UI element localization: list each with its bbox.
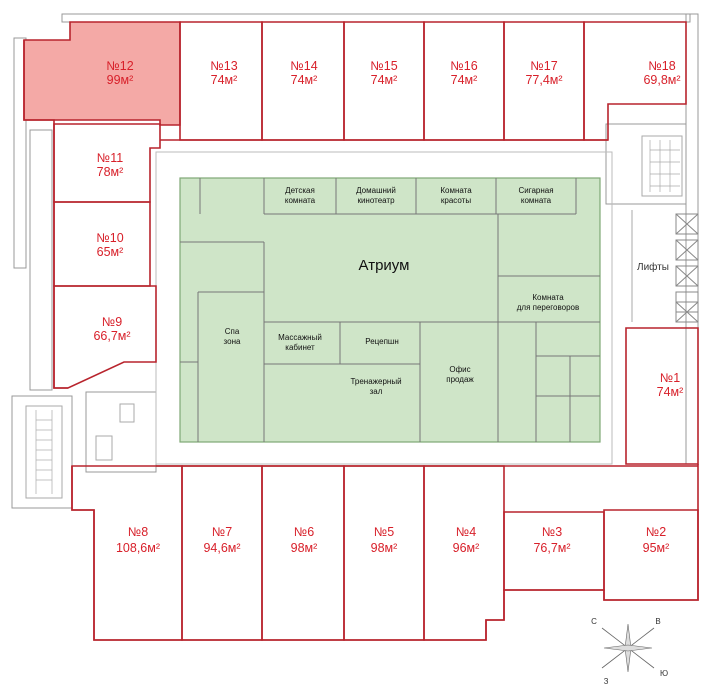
atrium-title: Атриум <box>359 257 410 274</box>
unit-18[interactable]: №18 69,8м² <box>583 21 687 141</box>
room-massage: Массажный кабинет <box>278 333 322 352</box>
unit-9[interactable]: №9 66,7м² <box>53 285 157 389</box>
unit-area: 95м² <box>643 541 670 555</box>
compass-rose-icon: С В Ю З <box>591 617 668 686</box>
unit-8[interactable]: №8 108,6м² <box>71 465 183 641</box>
room-cigar: Сигарная комната <box>518 186 553 205</box>
unit-area: 66,7м² <box>93 329 130 343</box>
unit-area: 74м² <box>451 73 478 87</box>
unit-number: №5 <box>374 525 394 539</box>
unit-area: 74м² <box>657 385 684 399</box>
room-label-line2: кинотеатр <box>357 196 395 205</box>
unit-area: 78м² <box>97 165 124 179</box>
unit-7[interactable]: №7 94,6м² <box>181 465 263 641</box>
room-label-line1: Комната <box>440 186 472 195</box>
unit-number: №10 <box>96 231 123 245</box>
room-label-line1: Тренажерный <box>350 377 401 386</box>
room-label-line2: комната <box>521 196 552 205</box>
unit-area: 98м² <box>291 541 318 555</box>
lifts-label: Лифты <box>637 261 669 273</box>
room-kids: Детская комната <box>285 186 316 205</box>
atrium-area[interactable]: Атриум Детская комната Домашний кинотеат… <box>179 177 601 443</box>
room-gym: Тренажерный зал <box>350 377 401 396</box>
unit-3[interactable]: №3 76,7м² <box>503 511 605 591</box>
room-reception: Рецепшн <box>365 337 399 346</box>
unit-number: №12 <box>106 59 133 73</box>
room-sales: Офис продаж <box>446 365 474 384</box>
unit-15[interactable]: №15 74м² <box>343 21 425 141</box>
unit-number: №9 <box>102 315 122 329</box>
room-label-line2: красоты <box>441 196 471 205</box>
compass-south: Ю <box>660 669 668 678</box>
unit-number: №14 <box>290 59 317 73</box>
unit-11[interactable]: №11 78м² <box>53 123 161 203</box>
unit-area: 69,8м² <box>643 73 680 87</box>
room-meeting: Комната для переговоров <box>517 293 580 312</box>
room-label-line1: Домашний <box>356 186 396 195</box>
room-label-line2: зона <box>224 337 241 346</box>
unit-number: №17 <box>530 59 557 73</box>
unit-area: 99м² <box>107 73 134 87</box>
units-layer: №12 99м² №13 74м² №14 74м² №15 74м² №16 … <box>23 21 699 641</box>
unit-area: 65м² <box>97 245 124 259</box>
unit-number: №16 <box>450 59 477 73</box>
room-label-line1: Сигарная <box>518 186 553 195</box>
unit-area: 74м² <box>371 73 398 87</box>
unit-17[interactable]: №17 77,4м² <box>503 21 585 141</box>
unit-6[interactable]: №6 98м² <box>261 465 345 641</box>
room-label-line2: зал <box>370 387 383 396</box>
unit-area: 77,4м² <box>525 73 562 87</box>
compass-west: З <box>604 677 609 686</box>
unit-number: №11 <box>97 151 123 165</box>
room-label-line1: Офис <box>449 365 470 374</box>
unit-area: 108,6м² <box>116 541 160 555</box>
unit-area: 74м² <box>291 73 318 87</box>
unit-16[interactable]: №16 74м² <box>423 21 505 141</box>
unit-number: №4 <box>456 525 476 539</box>
unit-number: №18 <box>648 59 675 73</box>
unit-2[interactable]: №2 95м² <box>603 509 699 601</box>
unit-area: 74м² <box>211 73 238 87</box>
unit-4[interactable]: №4 96м² <box>423 465 505 641</box>
unit-number: №15 <box>370 59 397 73</box>
compass-north: С <box>591 617 597 626</box>
room-label-line1: Рецепшн <box>365 337 399 346</box>
unit-1[interactable]: №1 74м² <box>625 327 699 465</box>
unit-number: №7 <box>212 525 232 539</box>
room-label-line1: Спа <box>225 327 240 336</box>
room-label-line2: комната <box>285 196 316 205</box>
unit-14[interactable]: №14 74м² <box>261 21 345 141</box>
room-label-line2: для переговоров <box>517 303 580 312</box>
unit-number: №13 <box>210 59 237 73</box>
room-spa: Спа зона <box>224 327 241 346</box>
unit-5[interactable]: №5 98м² <box>343 465 425 641</box>
room-cinema: Домашний кинотеатр <box>356 186 396 205</box>
unit-12[interactable]: №12 99м² <box>23 21 181 126</box>
unit-area: 98м² <box>371 541 398 555</box>
unit-13[interactable]: №13 74м² <box>179 21 263 141</box>
room-label-line2: кабинет <box>285 343 315 352</box>
unit-number: №8 <box>128 525 148 539</box>
room-label-line1: Массажный <box>278 333 322 342</box>
room-label-line2: продаж <box>446 375 474 384</box>
unit-10[interactable]: №10 65м² <box>53 201 151 287</box>
room-label-line1: Детская <box>285 186 315 195</box>
compass-east: В <box>655 617 660 626</box>
unit-area: 94,6м² <box>203 541 240 555</box>
room-beauty: Комната красоты <box>440 186 472 205</box>
unit-area: 76,7м² <box>533 541 570 555</box>
unit-number: №2 <box>646 525 666 539</box>
unit-number: №3 <box>542 525 562 539</box>
room-label-line1: Комната <box>532 293 564 302</box>
unit-number: №1 <box>660 371 680 385</box>
unit-area: 96м² <box>453 541 480 555</box>
unit-number: №6 <box>294 525 314 539</box>
